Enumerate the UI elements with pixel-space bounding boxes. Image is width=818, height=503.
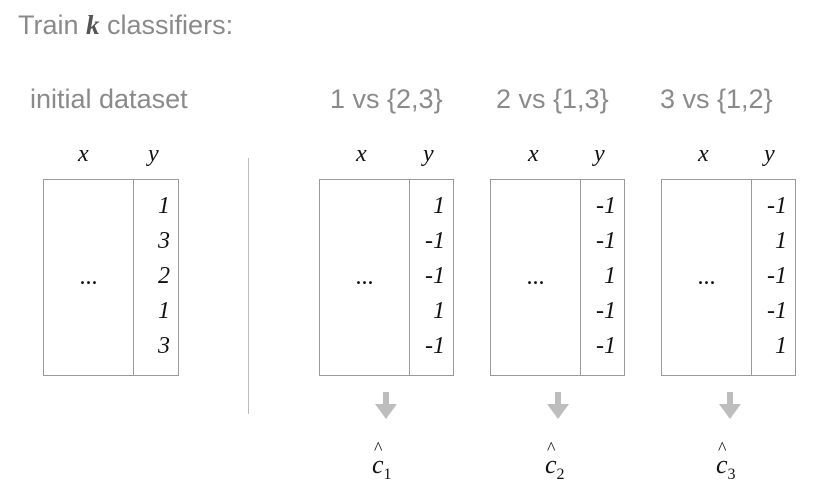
binary1-x-column: ... (319, 179, 410, 376)
binary3-y-value: 1 (775, 228, 787, 254)
binary2-y-header: y (594, 141, 605, 167)
down-arrow-icon (375, 392, 397, 419)
classifier-3: ^c3 (716, 438, 736, 484)
binary1-x-header: x (356, 141, 367, 167)
vertical-separator (248, 158, 249, 414)
diagram-title: Train k classifiers: (18, 10, 233, 41)
binary3-y-value: -1 (767, 263, 787, 289)
binary2-y-value: -1 (596, 333, 616, 359)
binary2-x-header: x (528, 141, 539, 167)
binary-label-1: 1 vs {2,3} (330, 84, 443, 114)
binary2-x-column: ... (490, 179, 581, 376)
initial-y-value: 1 (158, 298, 170, 324)
hat-accent: ^ (374, 438, 383, 458)
binary1-y-header: y (423, 141, 434, 167)
binary2-y-value: 1 (604, 263, 616, 289)
classifier-2: ^c2 (545, 438, 565, 484)
binary1-y-value: -1 (425, 333, 445, 359)
initial-y-value: 3 (158, 228, 170, 254)
hat-accent: ^ (547, 438, 556, 458)
down-arrow-icon (547, 392, 569, 419)
binary2-y-column: -1 -1 1 -1 -1 (580, 179, 625, 376)
title-prefix: Train (18, 10, 79, 40)
initial-y-value: 1 (158, 193, 170, 219)
initial-x-ellipsis: ... (79, 264, 98, 290)
binary2-y-value: -1 (596, 228, 616, 254)
binary1-x-ellipsis: ... (355, 264, 374, 290)
classifier-1-subscript: 1 (383, 466, 392, 484)
binary3-x-ellipsis: ... (697, 264, 716, 290)
initial-x-header: x (78, 141, 89, 167)
initial-dataset-label: initial dataset (30, 84, 188, 114)
title-k: k (86, 10, 100, 40)
binary2-y-value: -1 (596, 298, 616, 324)
binary1-y-value: -1 (425, 263, 445, 289)
initial-y-header: y (148, 141, 159, 167)
binary1-y-value: -1 (425, 228, 445, 254)
binary-label-2: 2 vs {1,3} (496, 84, 609, 114)
binary1-y-value: 1 (433, 298, 445, 324)
binary2-y-value: -1 (596, 193, 616, 219)
hat-accent: ^ (718, 438, 727, 458)
binary1-y-column: 1 -1 -1 1 -1 (409, 179, 454, 376)
classifier-2-subscript: 2 (556, 466, 565, 484)
binary3-y-header: y (764, 141, 775, 167)
classifier-3-symbol: c (716, 450, 728, 479)
binary-label-3: 3 vs {1,2} (660, 84, 773, 114)
title-suffix: classifiers: (107, 10, 234, 40)
binary3-y-value: -1 (767, 298, 787, 324)
binary3-x-header: x (698, 141, 709, 167)
classifier-1-symbol: c (372, 450, 384, 479)
binary3-y-value: -1 (767, 193, 787, 219)
initial-y-value: 3 (158, 333, 170, 359)
binary3-y-value: 1 (775, 333, 787, 359)
classifier-1: ^c1 (372, 438, 392, 484)
classifier-2-symbol: c (545, 450, 557, 479)
classifier-3-subscript: 3 (727, 466, 736, 484)
binary1-y-value: 1 (433, 193, 445, 219)
binary3-y-column: -1 1 -1 -1 1 (751, 179, 796, 376)
binary3-x-column: ... (661, 179, 752, 376)
initial-x-column: ... (43, 179, 134, 376)
initial-y-value: 2 (158, 263, 170, 289)
binary2-x-ellipsis: ... (526, 264, 545, 290)
down-arrow-icon (719, 392, 741, 419)
initial-y-column: 1 3 2 1 3 (133, 179, 179, 376)
